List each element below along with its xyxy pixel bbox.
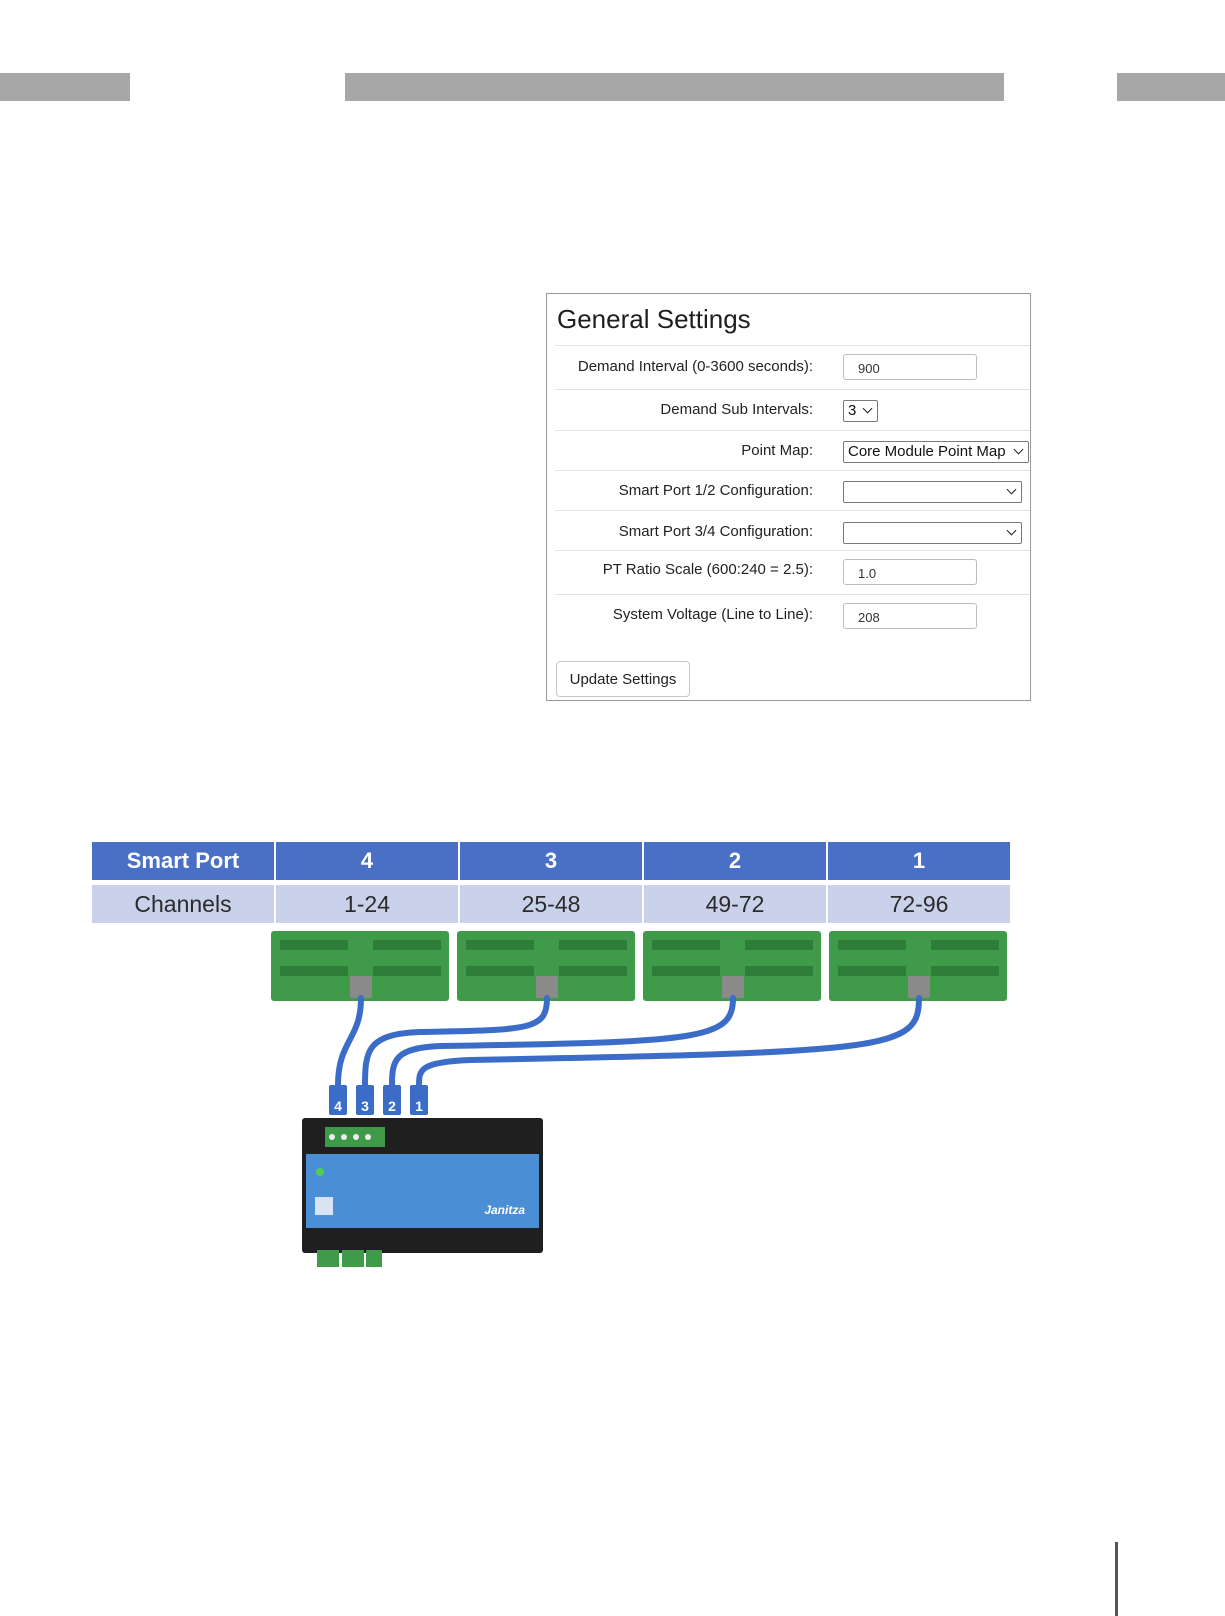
demand-interval-label: Demand Interval (0-3600 seconds): bbox=[577, 358, 813, 375]
system-voltage-input[interactable]: 208 bbox=[843, 603, 977, 629]
cable-label-4: 4 bbox=[334, 1098, 342, 1114]
cable-port-3 bbox=[362, 995, 550, 1088]
smart-port-header-1: 1 bbox=[828, 842, 1010, 880]
ct-module-port-2 bbox=[643, 931, 821, 1001]
channels-cell-port-2: 49-72 bbox=[644, 885, 826, 923]
cable-port-1 bbox=[416, 995, 922, 1088]
smart-port-34-label: Smart Port 3/4 Configuration: bbox=[618, 523, 813, 540]
point-map-select[interactable]: Core Module Point Map bbox=[843, 441, 1029, 463]
demand-sub-intervals-label: Demand Sub Intervals: bbox=[660, 401, 813, 418]
cable-label-1: 1 bbox=[415, 1098, 423, 1114]
smart-port-header-3: 3 bbox=[460, 842, 642, 880]
power-analyzer-device: Janitza bbox=[302, 1118, 543, 1267]
cable-port-4 bbox=[335, 995, 364, 1088]
channels-row-label: Channels bbox=[92, 885, 274, 923]
header-bar-right bbox=[1117, 73, 1225, 101]
smart-port-34-select[interactable] bbox=[843, 522, 1022, 544]
setting-row-system-voltage: System Voltage (Line to Line): 208 bbox=[555, 594, 1030, 645]
update-settings-button[interactable]: Update Settings bbox=[556, 661, 690, 697]
device-brand-label: Janitza bbox=[484, 1203, 525, 1217]
setting-row-demand-interval: Demand Interval (0-3600 seconds): 900 bbox=[555, 345, 1030, 390]
setting-row-pt-ratio: PT Ratio Scale (600:240 = 2.5): 1.0 bbox=[555, 550, 1030, 595]
smart-port-header-2: 2 bbox=[644, 842, 826, 880]
smart-port-header-label: Smart Port bbox=[92, 842, 274, 880]
system-voltage-label: System Voltage (Line to Line): bbox=[612, 606, 813, 623]
smart-port-12-label: Smart Port 1/2 Configuration: bbox=[618, 482, 813, 499]
ct-module-port-1 bbox=[829, 931, 1007, 1001]
channels-cell-port-3: 25-48 bbox=[460, 885, 642, 923]
cable-plugs bbox=[329, 1085, 428, 1115]
panel-title: General Settings bbox=[557, 304, 751, 334]
header-bar-left bbox=[0, 73, 130, 101]
setting-row-demand-sub-intervals: Demand Sub Intervals: 3 bbox=[555, 389, 1030, 431]
demand-interval-input[interactable]: 900 bbox=[843, 354, 977, 380]
smart-port-header-4: 4 bbox=[276, 842, 458, 880]
channels-cell-port-4: 1-24 bbox=[276, 885, 458, 923]
demand-sub-intervals-value: 3 bbox=[848, 402, 857, 419]
setting-row-point-map: Point Map: Core Module Point Map bbox=[555, 430, 1030, 471]
header-bar-center bbox=[345, 73, 1004, 101]
setting-row-smart-port-12: Smart Port 1/2 Configuration: bbox=[555, 470, 1030, 511]
cable-port-2 bbox=[389, 995, 736, 1088]
pt-ratio-input[interactable]: 1.0 bbox=[843, 559, 977, 585]
page-marker-line bbox=[1115, 1542, 1118, 1616]
demand-sub-intervals-select[interactable]: 3 bbox=[843, 400, 878, 422]
cable-label-3: 3 bbox=[361, 1098, 369, 1114]
ct-module-port-3 bbox=[457, 931, 635, 1001]
channels-cell-port-1: 72-96 bbox=[828, 885, 1010, 923]
general-settings-panel: General Settings Demand Interval (0-3600… bbox=[546, 293, 1031, 701]
ct-module-port-4 bbox=[271, 931, 449, 1001]
cable-label-2: 2 bbox=[388, 1098, 396, 1114]
pt-ratio-label: PT Ratio Scale (600:240 = 2.5): bbox=[602, 561, 813, 578]
point-map-label: Point Map: bbox=[741, 442, 813, 459]
point-map-value: Core Module Point Map bbox=[848, 443, 1006, 460]
smart-port-12-select[interactable] bbox=[843, 481, 1022, 503]
setting-row-smart-port-34: Smart Port 3/4 Configuration: bbox=[555, 510, 1030, 551]
